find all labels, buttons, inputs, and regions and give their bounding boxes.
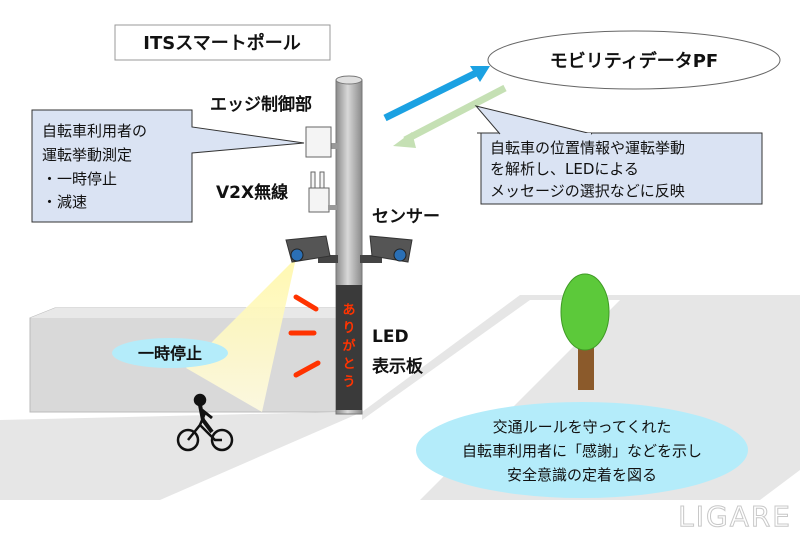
- camera-left-icon: [285, 235, 338, 263]
- right-callout-pointer: [474, 105, 593, 135]
- cyclist-icon: [176, 393, 234, 452]
- title: ITSスマートポール: [143, 32, 300, 54]
- label-edge: エッジ制御部: [210, 94, 312, 115]
- pole: [335, 75, 363, 415]
- uplink-arrow: [383, 66, 490, 122]
- svg-text:あ: あ: [342, 303, 355, 318]
- svg-text:が: が: [342, 338, 355, 354]
- edge-controller-icon: [305, 126, 338, 158]
- svg-text:と: と: [342, 357, 355, 372]
- downlink-arrow: [393, 84, 507, 148]
- left-callout-line: 運転挙動測定: [42, 146, 132, 164]
- camera-right-icon: [360, 235, 413, 263]
- left-callout: [31, 109, 305, 223]
- right-callout-line: 自転車の位置情報や運転挙動: [490, 139, 685, 157]
- mobility-data-platform: [487, 30, 781, 90]
- right-callout: [477, 132, 763, 205]
- watermark: LIGARE: [678, 500, 792, 533]
- stop-bubble-text: 一時停止: [138, 344, 202, 363]
- led-message: あ り が と う: [342, 303, 355, 390]
- right-callout-line: を解析し、LEDによる: [490, 160, 639, 178]
- tree-icon: [560, 273, 610, 390]
- svg-text:り: り: [342, 321, 355, 336]
- bottom-bubble: [416, 402, 748, 498]
- led-signal-marks: [288, 294, 321, 378]
- title-box: [114, 24, 331, 61]
- right-callout-line: メッセージの選択などに反映: [490, 182, 685, 200]
- v2x-antenna-icon: [308, 171, 337, 213]
- bottom-bubble-line: 交通ルールを守ってくれた: [493, 418, 672, 436]
- label-sensor: センサー: [372, 207, 440, 227]
- bottom-bubble-line: 安全意識の定着を図る: [507, 466, 657, 484]
- bottom-bubble-line: 自転車利用者に「感謝」などを示し: [462, 442, 702, 460]
- left-callout-line: ・一時停止: [42, 170, 117, 188]
- stop-bubble: [112, 338, 228, 368]
- left-callout-line: 自転車利用者の: [42, 122, 147, 140]
- svg-text:う: う: [342, 375, 355, 390]
- sensor-beam: [186, 258, 296, 412]
- label-display: 表示板: [372, 356, 424, 377]
- platform-label: モビリティデータPF: [550, 50, 718, 72]
- left-callout-line: ・減速: [42, 193, 87, 211]
- led-display-panel: [336, 285, 362, 410]
- label-v2x: V2X無線: [216, 182, 288, 203]
- label-led: LED: [372, 327, 409, 347]
